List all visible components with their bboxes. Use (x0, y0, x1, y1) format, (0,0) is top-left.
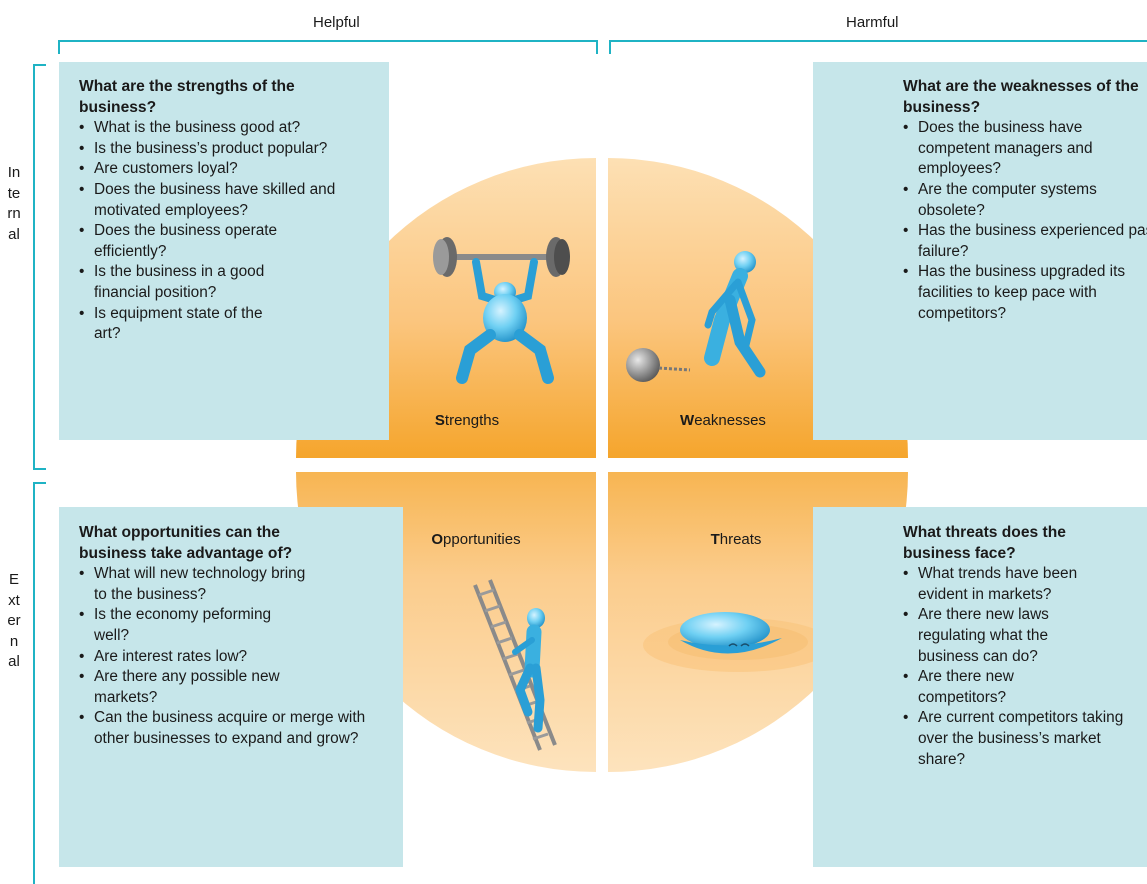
opportunities-heading: What opportunities can the business take… (79, 524, 293, 562)
list-item: What trends have been evident in markets… (903, 564, 1123, 605)
ladder-climber-icon (473, 579, 557, 751)
harmful-bracket (609, 40, 1147, 54)
list-item: Does the business have skilled and motiv… (79, 180, 389, 221)
list-item: What is the business good at? (79, 118, 389, 139)
clam-shell-icon (643, 612, 833, 672)
weaknesses-box: What are the weaknesses of the business?… (813, 62, 1147, 440)
weaknesses-heading: What are the weaknesses of the business? (903, 78, 1139, 116)
strengths-heading: What are the strengths of the business? (79, 78, 295, 116)
list-item: Does the business operate efficiently? (79, 221, 294, 262)
list-item: Are the computer systems obsolete? (903, 180, 1147, 221)
weaknesses-list: Does the business have competent manager… (903, 118, 1147, 324)
list-item: Are interest rates low? (79, 647, 334, 668)
list-item: What will new technology bring to the bu… (79, 564, 314, 605)
opportunities-label: Opportunities (431, 531, 521, 548)
threats-list: What trends have been evident in markets… (903, 564, 1147, 770)
weightlifter-icon (433, 237, 570, 384)
internal-label: Internal (7, 164, 21, 243)
internal-bracket (33, 64, 46, 470)
list-item: Is the business’s product popular? (79, 139, 389, 160)
list-item: Are there new competitors? (903, 667, 1078, 708)
strengths-box: What are the strengths of the business? … (59, 62, 389, 440)
external-label: External (7, 571, 21, 671)
harmful-header: Harmful (846, 14, 899, 31)
list-item: Are customers loyal? (79, 159, 389, 180)
list-item: Are there new laws regulating what the b… (903, 605, 1108, 667)
opportunities-box: What opportunities can the business take… (59, 507, 403, 867)
threats-heading: What threats does the business face? (903, 524, 1066, 562)
threats-box: What threats does the business face? Wha… (813, 507, 1147, 867)
list-item: Are there any possible new markets? (79, 667, 334, 708)
ball-and-chain-icon (626, 251, 766, 382)
list-item: Is equipment state of the art? (79, 304, 274, 345)
helpful-bracket (58, 40, 598, 54)
strengths-label: Strengths (434, 412, 500, 429)
list-item: Are current competitors taking over the … (903, 708, 1147, 770)
list-item: Has the business upgraded its facilities… (903, 262, 1147, 324)
weaknesses-label: Weaknesses (680, 412, 766, 429)
list-item: Is the economy peforming well? (79, 605, 309, 646)
helpful-header: Helpful (313, 14, 360, 31)
list-item: Can the business acquire or merge with o… (79, 708, 402, 749)
external-bracket (33, 482, 46, 884)
opportunities-list: What will new technology bring to the bu… (79, 564, 403, 749)
strengths-list: What is the business good at? Is the bus… (79, 118, 389, 345)
list-item: Is the business in a good financial posi… (79, 262, 324, 303)
list-item: Has the business experienced past failur… (903, 221, 1147, 262)
list-item: Does the business have competent manager… (903, 118, 1147, 180)
threats-label: Threats (710, 531, 762, 548)
